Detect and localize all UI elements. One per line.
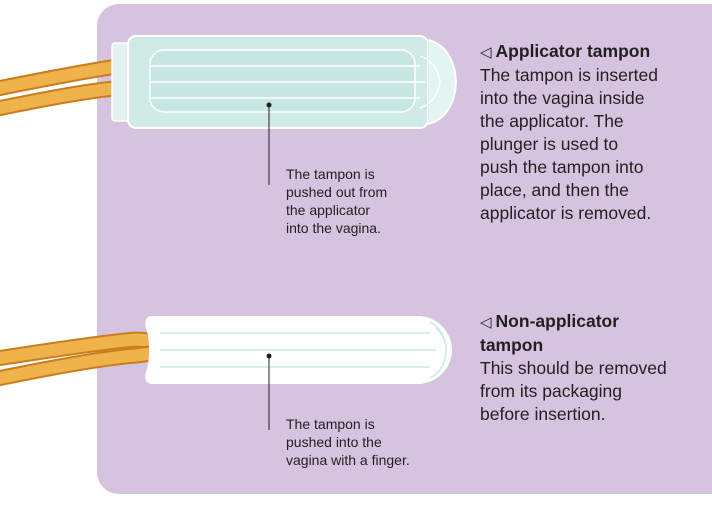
non-applicator-note: The tampon is pushed into the vagina wit…	[286, 415, 410, 469]
note-line: The tampon is	[286, 165, 387, 183]
caption-line: the applicator. The	[480, 110, 712, 133]
caption-line: The tampon is inserted	[480, 64, 712, 87]
non-applicator-tampon	[145, 316, 452, 384]
non-applicator-title-line2: tampon	[480, 334, 712, 357]
applicator-caption: ◁Applicator tampon The tampon is inserte…	[480, 40, 712, 225]
triangle-left-icon: ◁	[480, 44, 492, 61]
note-line: the applicator	[286, 201, 387, 219]
note-line: pushed out from	[286, 183, 387, 201]
caption-line: place, and then the	[480, 179, 712, 202]
note-line: The tampon is	[286, 415, 410, 433]
non-applicator-string	[0, 340, 156, 378]
applicator-title: ◁Applicator tampon	[480, 40, 712, 64]
applicator-tampon	[112, 36, 456, 128]
caption-line: from its packaging	[480, 380, 712, 403]
caption-line: into the vagina inside	[480, 87, 712, 110]
caption-line: before insertion.	[480, 403, 712, 426]
non-applicator-caption: ◁Non-applicator tampon This should be re…	[480, 310, 712, 426]
applicator-note: The tampon is pushed out from the applic…	[286, 165, 387, 237]
triangle-left-icon: ◁	[480, 314, 492, 331]
note-line: vagina with a finger.	[286, 451, 410, 469]
caption-line: push the tampon into	[480, 156, 712, 179]
caption-line: This should be removed	[480, 357, 712, 380]
note-line: pushed into the	[286, 433, 410, 451]
caption-line: plunger is used to	[480, 133, 712, 156]
non-applicator-title: ◁Non-applicator	[480, 310, 712, 334]
note-line: into the vagina.	[286, 219, 387, 237]
caption-line: applicator is removed.	[480, 202, 712, 225]
